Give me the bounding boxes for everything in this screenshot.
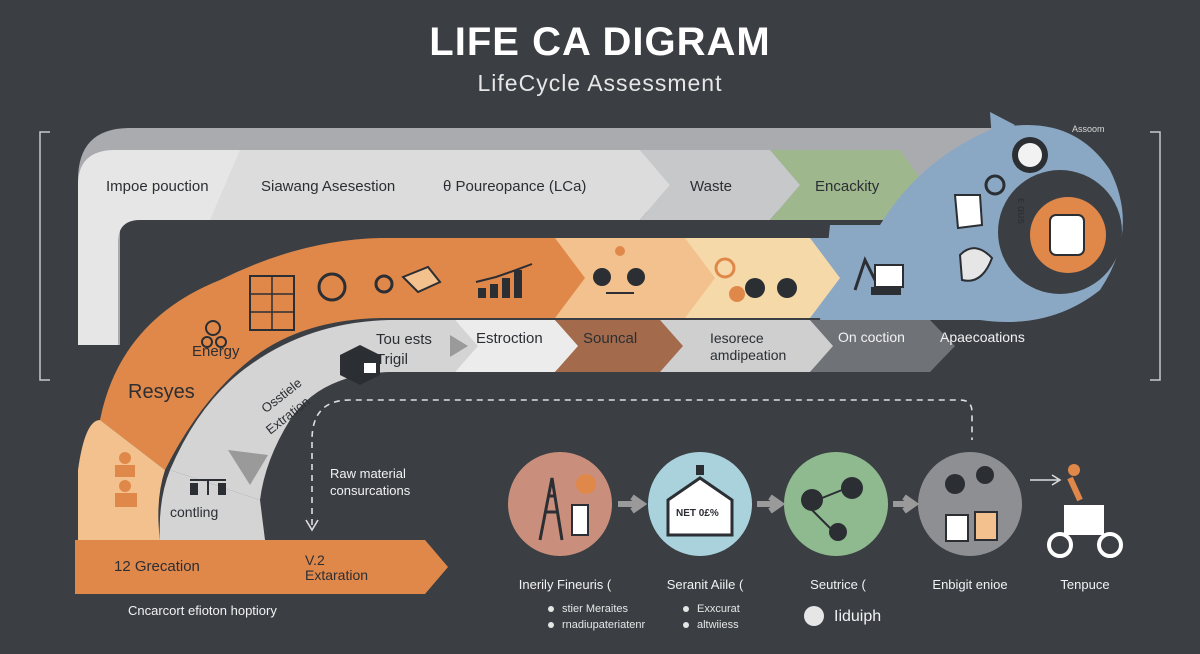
legend-item-1: stier Meraites: [548, 603, 628, 615]
middle-stage-6: Apaecoations: [940, 329, 1025, 345]
people-icon: [115, 452, 137, 507]
middle-stage-2: Estroction: [476, 330, 543, 347]
legend-item-4: altwiiess: [683, 619, 739, 631]
middle-seg-iesorece: [660, 320, 835, 372]
top-stage-2: Siawang Asesestion: [261, 178, 396, 195]
legend-item-5: Iiduiph: [834, 608, 882, 625]
circle-3: [784, 452, 888, 556]
top-stage-3: θ Poureopance (LCa): [443, 178, 587, 195]
house-icon: [666, 465, 734, 537]
footer-text: Cncarcort efioton hoptiory: [128, 603, 277, 618]
recycling-items-icon: [945, 466, 998, 542]
legend-item-3: Exxcurat: [683, 603, 740, 615]
top-band-seg4: [770, 150, 925, 220]
legend-dot-large: [804, 606, 824, 626]
box-stamp-icon: [340, 345, 380, 385]
circle-4: [918, 452, 1022, 556]
circle-caption-3: Seutrice (: [810, 577, 866, 592]
bar-growth-icon: [475, 263, 533, 298]
loop-arrow-head: [990, 112, 1015, 140]
circle-caption-1: Inerily Fineuris (: [518, 577, 612, 592]
house-badge: NET 0£%: [676, 508, 719, 519]
oil-derrick-icon: [538, 474, 596, 541]
top-stage-5: Encackity: [815, 178, 880, 195]
top-band-seg2: [210, 150, 670, 220]
left-wedge-grey: [159, 470, 265, 540]
team-gears-icon: [714, 257, 797, 302]
circle-caption-2: Seranit Aiile (: [666, 577, 744, 592]
middle-stage-1: Tou ests Trigil: [376, 331, 432, 368]
left-wedge-light: [78, 420, 165, 540]
middle-seg-souncal: [555, 320, 685, 372]
middle-stage-4: Iesorece amdipeation: [710, 330, 787, 363]
orange-band: [100, 238, 590, 470]
scale-icon: [190, 479, 226, 495]
middle-seg-oncoction: [810, 320, 955, 372]
top-stage-1: Impoe pouction: [106, 178, 209, 195]
page-subtitle: LifeCycle Assessment: [477, 70, 723, 96]
top-stage-4: Waste: [690, 178, 732, 195]
middle-stage-5: On coction: [838, 329, 905, 345]
middle-stage-3: Souncal: [583, 330, 638, 347]
loop-icons: [953, 137, 1085, 282]
bottom-stage-2: V.2 Extaration: [305, 552, 369, 583]
legend-item-2: rnadiupateriatenr: [548, 619, 645, 631]
circle-caption-5: Tenpuce: [1060, 577, 1110, 592]
orange-band-seg4: [810, 238, 880, 318]
page-title: LIFE CA DIGRAM: [429, 20, 771, 64]
bicycle-icon: [1047, 464, 1123, 558]
resyes-label: Resyes: [128, 381, 195, 403]
gear-icon: [201, 320, 227, 348]
loop-side-text: ε αυs: [1014, 198, 1027, 224]
frame-right-bracket: [1150, 131, 1161, 381]
machinery-icon: [853, 256, 904, 295]
bottom-stage-1: 12 Grecation: [114, 558, 200, 575]
contling-label: contling: [170, 504, 219, 520]
tools-icon: [317, 265, 442, 302]
corner-label: Assoom: [1072, 124, 1105, 134]
circle-caption-4: Enbigit enioe: [932, 577, 1008, 592]
energy-label: Energy: [192, 343, 240, 360]
bottom-bar: [75, 540, 448, 594]
network-people-icon: [593, 246, 645, 294]
flow-note: Raw material consurcations: [330, 466, 411, 498]
circle-1: [508, 452, 612, 556]
middle-seg-estroction: [455, 320, 580, 372]
frame-left-bracket: [39, 131, 50, 381]
molecule-icon: [801, 477, 863, 541]
flow-dashed-arrow: [311, 399, 973, 525]
top-band-seg3: [640, 150, 800, 220]
